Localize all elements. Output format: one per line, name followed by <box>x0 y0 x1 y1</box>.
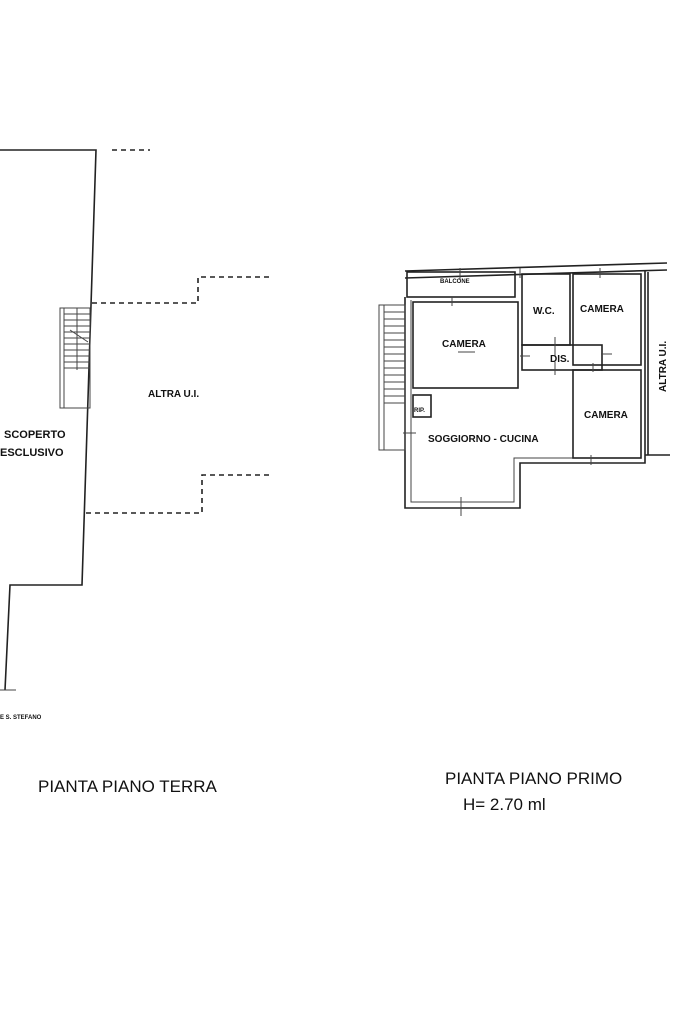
label-scoperto: SCOPERTO <box>4 429 66 441</box>
label-rip: RIP. <box>414 408 425 414</box>
label-dis: DIS. <box>550 354 570 365</box>
first-floor-height: H= 2.70 ml <box>463 795 546 814</box>
staircase <box>378 304 406 451</box>
label-soggiorno-cucina: SOGGIORNO - CUCINA <box>428 434 539 445</box>
outer-wall <box>404 270 646 509</box>
label-esclusivo: ESCLUSIVO <box>0 447 64 459</box>
staircase <box>59 307 91 409</box>
window-marks <box>403 268 612 516</box>
room-dis <box>521 344 603 371</box>
ground-floor-plan: ALTRA U.I. SCOPERTO ESCLUSIVO E S. STEFA… <box>0 149 272 796</box>
boundary-wall <box>0 149 97 691</box>
room-camera-top-right <box>572 273 642 366</box>
label-street: E S. STEFANO <box>0 715 42 721</box>
room-camera-lower-right <box>572 369 642 459</box>
label-camera-left: CAMERA <box>442 339 486 350</box>
first-floor-plan: BALCONE W.C. CAMERA CAMERA DIS. CAMERA S… <box>378 262 670 814</box>
label-wc: W.C. <box>533 306 555 317</box>
dashed-boundary <box>86 474 272 514</box>
first-floor-title: PIANTA PIANO PRIMO <box>445 769 622 788</box>
ground-floor-title: PIANTA PIANO TERRA <box>38 777 218 796</box>
label-altra-ui-right: ALTRA U.I. <box>658 341 669 392</box>
dashed-boundary <box>92 276 272 304</box>
room-camera-left <box>412 301 519 389</box>
label-altra-ui: ALTRA U.I. <box>148 389 199 400</box>
label-camera-top-right: CAMERA <box>580 304 624 315</box>
room-rip <box>412 394 432 418</box>
label-camera-lower-right: CAMERA <box>584 410 628 421</box>
top-wall <box>404 262 668 272</box>
balcone <box>406 271 516 298</box>
label-balcone: BALCONE <box>440 279 470 285</box>
